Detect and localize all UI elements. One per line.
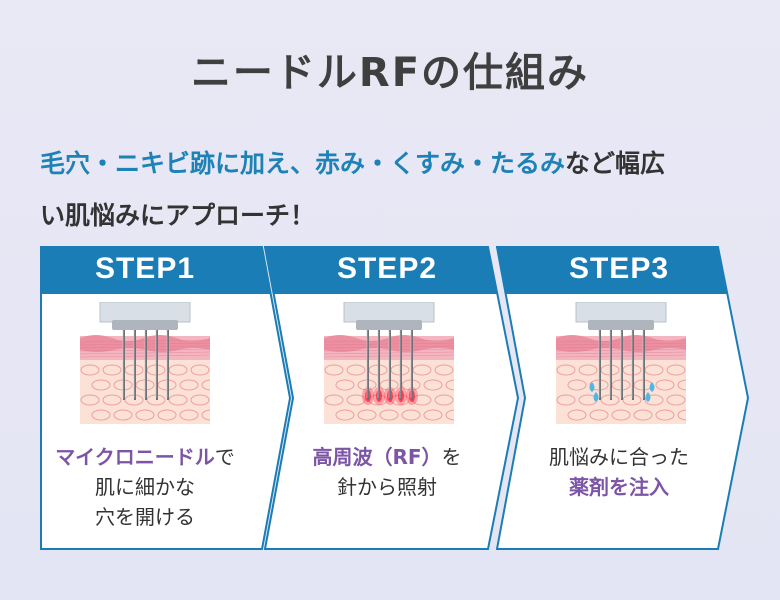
desc-text: 肌に細かな (95, 475, 195, 499)
subtitle-line-1: 毛穴・ニキビ跡に加え、赤み・くすみ・たるみなど幅広 (40, 138, 750, 190)
step-description: 高周波（RF）を 針から照射 (282, 442, 492, 502)
desc-text: 穴を開ける (95, 505, 195, 529)
step-1: STEP1 マイクロニードルで 肌に細かな 穴を開ける (40, 246, 292, 550)
step-description: 肌悩みに合った 薬剤を注入 (514, 442, 724, 502)
subtitle: 毛穴・ニキビ跡に加え、赤み・くすみ・たるみなど幅広 い肌悩みにアプローチ！ (40, 138, 750, 242)
desc-emphasis: 高周波（RF） (312, 445, 442, 469)
skin-needle-illustration (80, 302, 210, 424)
desc-line: 穴を開ける (40, 502, 250, 532)
skin-needle-illustration (324, 302, 454, 424)
step-description: マイクロニードルで 肌に細かな 穴を開ける (40, 442, 250, 532)
desc-line: 肌に細かな (40, 472, 250, 502)
skin-needle-illustration (556, 302, 686, 424)
subtitle-text: など幅広 (565, 149, 666, 178)
step-2: STEP2 高周波（RF）を 針から照射 (264, 246, 524, 550)
step-label: STEP2 (336, 252, 438, 285)
steps-container: STEP1 マイクロニードルで 肌に細かな 穴を開ける STEP2 高周波（RF… (40, 246, 750, 550)
desc-line: マイクロニードルで (40, 442, 250, 472)
page-title: ニードルRFの仕組み (190, 50, 590, 96)
desc-line: 肌悩みに合った (514, 442, 724, 472)
subtitle-highlight: 毛穴・ニキビ跡に加え、赤み・くすみ・たるみ (40, 149, 566, 178)
desc-emphasis: 薬剤を注入 (569, 475, 669, 499)
step-label: STEP3 (568, 252, 670, 285)
step-label: STEP1 (94, 252, 196, 285)
desc-line: 高周波（RF）を (282, 442, 492, 472)
step-3: STEP3 肌悩みに合った 薬剤を注入 (496, 246, 750, 550)
desc-text: を (441, 445, 462, 469)
desc-line: 薬剤を注入 (514, 472, 724, 502)
desc-line: 針から照射 (282, 472, 492, 502)
desc-emphasis: マイクロニードル (55, 445, 215, 469)
subtitle-line-2: い肌悩みにアプローチ！ (40, 201, 316, 230)
desc-text: 肌悩みに合った (549, 445, 689, 469)
desc-text: 針から照射 (337, 475, 437, 499)
desc-text: で (214, 445, 235, 469)
